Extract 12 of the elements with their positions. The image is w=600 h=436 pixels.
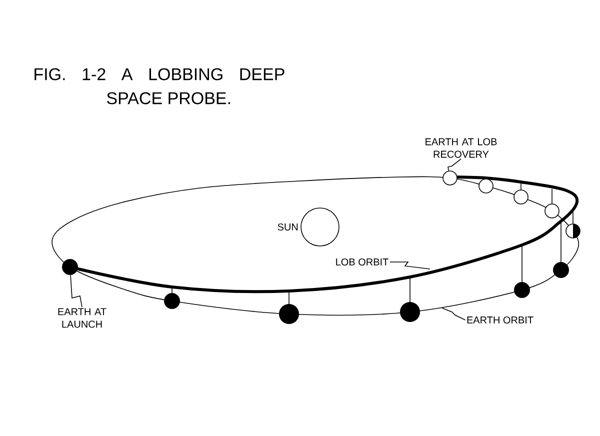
- text-label: LOB ORBIT: [336, 258, 388, 266]
- earth-circle: [442, 170, 458, 186]
- figure-title: FIG. 1-2 A LOBBING DEEP SPACE PROBE.: [34, 68, 284, 104]
- leader-line: [70, 274, 82, 308]
- text-label: EARTH AT LOB RECOVERY: [426, 138, 497, 158]
- text-label: EARTH ORBIT: [467, 316, 534, 324]
- leader-line: [442, 308, 466, 320]
- leader-line: [448, 158, 462, 172]
- text-label: EARTH AT LAUNCH: [58, 308, 106, 328]
- earth-circle: [62, 259, 78, 275]
- node-label: SUN: [278, 223, 298, 231]
- leader-line: [389, 262, 430, 270]
